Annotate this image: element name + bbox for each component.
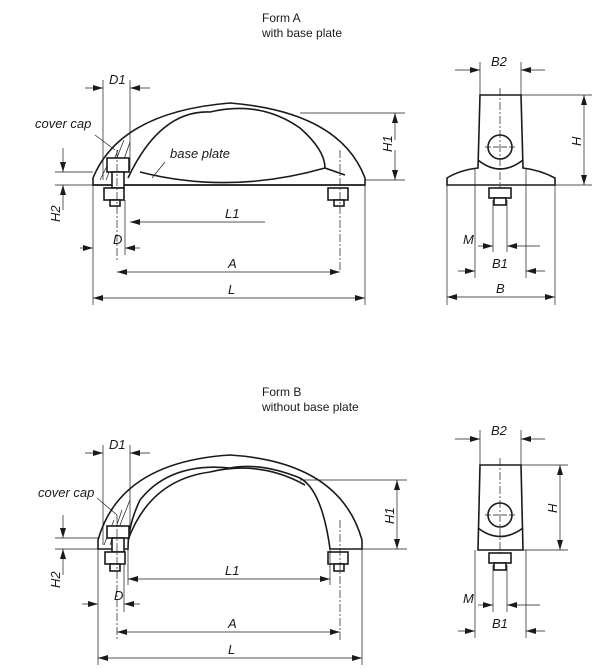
form-b-dim-h: H xyxy=(545,503,560,513)
form-a-dim-d: D xyxy=(113,232,122,247)
form-b-dim-l: L xyxy=(228,642,235,657)
form-b-dim-a: A xyxy=(227,616,237,631)
form-b-dim-m: M xyxy=(463,591,474,606)
form-b-dim-b1: B1 xyxy=(492,616,508,631)
form-a-dim-d1: D1 xyxy=(109,72,126,87)
form-b-subtitle: without base plate xyxy=(261,400,359,414)
form-a-subtitle: with base plate xyxy=(261,26,342,40)
form-a-dim-b: B xyxy=(496,281,505,296)
form-a-title: Form A xyxy=(262,11,301,25)
form-a-dim-h1: H1 xyxy=(380,135,395,152)
form-a-dim-h2: H2 xyxy=(48,205,63,222)
form-a-dim-m: M xyxy=(463,232,474,247)
form-b-dim-d1: D1 xyxy=(109,437,126,452)
form-a-dim-h: H xyxy=(569,136,584,146)
form-a-dim-b1: B1 xyxy=(492,256,508,271)
form-b: Form B without base plate cover cap D1 H… xyxy=(38,385,568,665)
form-a-dim-l: L xyxy=(228,282,235,297)
form-b-side-view xyxy=(477,458,524,571)
form-a-dim-l1: L1 xyxy=(225,206,239,221)
form-b-dim-d: D xyxy=(114,588,123,603)
form-b-front-view xyxy=(97,454,363,640)
form-a-dim-b2: B2 xyxy=(491,54,508,69)
form-a-side-view xyxy=(446,88,556,206)
form-b-dim-h2: H2 xyxy=(48,571,63,588)
form-b-dim-h1: H1 xyxy=(382,507,397,524)
form-a-base-plate-label: base plate xyxy=(170,146,230,161)
form-a: Form A with base plate cover cap base pl… xyxy=(35,11,592,305)
form-b-dim-b2: B2 xyxy=(491,423,508,438)
form-a-front-view xyxy=(92,102,366,270)
form-b-dim-l1: L1 xyxy=(225,563,239,578)
form-a-dim-a: A xyxy=(227,256,237,271)
form-b-cover-cap-label: cover cap xyxy=(38,485,94,500)
form-a-cover-cap-label: cover cap xyxy=(35,116,91,131)
form-b-title: Form B xyxy=(262,385,301,399)
